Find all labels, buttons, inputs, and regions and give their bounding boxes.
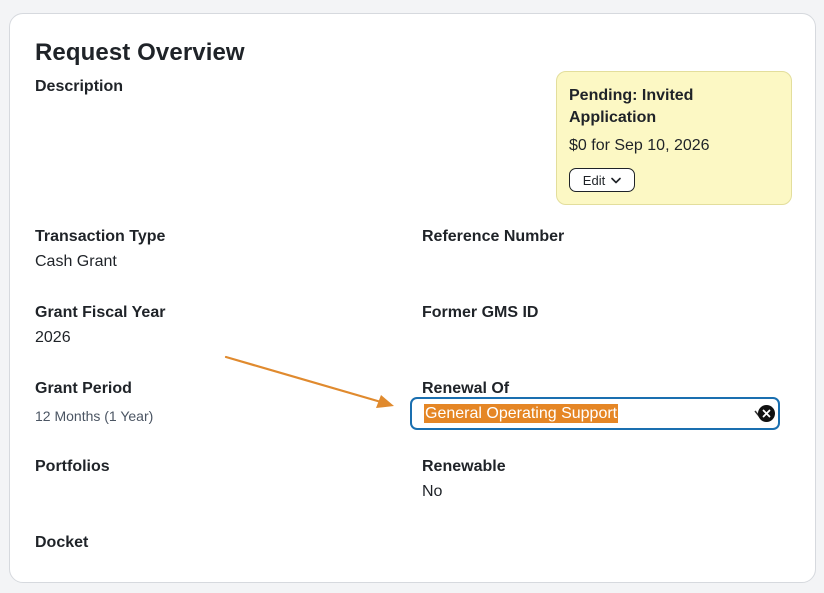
transaction-type-value: Cash Grant <box>35 253 117 270</box>
status-amount: $0 for Sep 10, 2026 <box>569 137 710 154</box>
renewable-label: Renewable <box>422 458 506 475</box>
reference-number-label: Reference Number <box>422 228 565 245</box>
transaction-type-label: Transaction Type <box>35 228 166 245</box>
chevron-down-icon <box>611 177 622 183</box>
renewal-of-input[interactable]: General Operating Support <box>410 397 780 430</box>
close-icon <box>762 409 771 418</box>
grant-period-label: Grant Period <box>35 380 132 397</box>
edit-button[interactable]: Edit <box>569 168 635 192</box>
status-title: Pending: Invited Application <box>569 87 694 126</box>
renewal-of-label: Renewal Of <box>422 380 510 397</box>
docket-label: Docket <box>35 534 89 551</box>
renewable-value: No <box>422 483 443 500</box>
request-overview-card: Request Overview Description Pending: In… <box>9 13 816 583</box>
grant-fiscal-year-value: 2026 <box>35 329 71 346</box>
status-card: Pending: Invited Application $0 for Sep … <box>556 71 792 205</box>
renewal-of-value: General Operating Support <box>424 404 619 423</box>
description-label: Description <box>35 78 124 95</box>
former-gms-id-label: Former GMS ID <box>422 304 539 321</box>
grant-period-value: 12 Months (1 Year) <box>35 408 154 424</box>
grant-fiscal-year-label: Grant Fiscal Year <box>35 304 166 321</box>
clear-icon[interactable] <box>758 405 775 422</box>
page-title: Request Overview <box>35 39 245 66</box>
edit-button-label: Edit <box>582 172 606 188</box>
portfolios-label: Portfolios <box>35 458 110 475</box>
